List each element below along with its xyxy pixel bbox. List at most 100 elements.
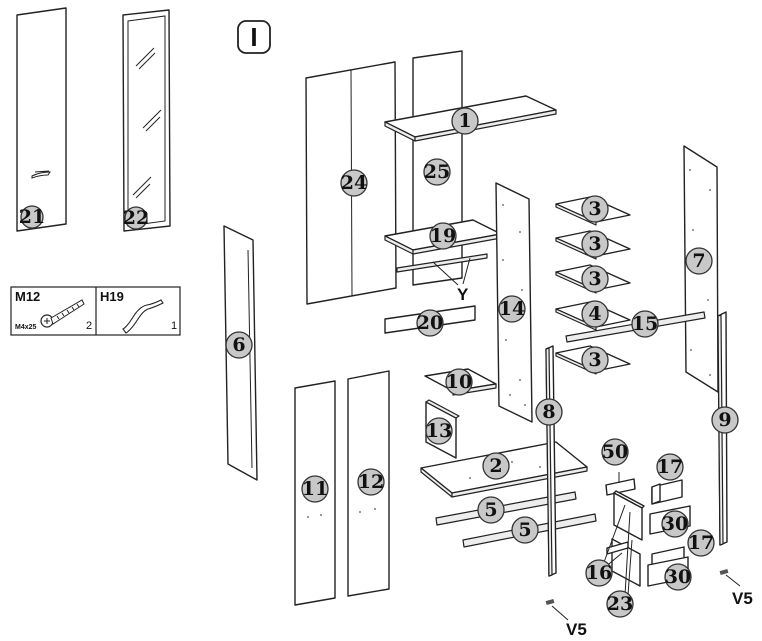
svg-text:I: I [250,22,257,52]
svg-text:21: 21 [19,206,45,228]
door-11: 11 [294,380,336,606]
svg-text:10: 10 [446,371,472,393]
svg-text:25: 25 [424,161,450,183]
shelf-3-d: 3 [555,345,631,375]
hardware-table: M12 M4x25 2 H19 1 [10,286,181,336]
part-2-badge: 2 [482,452,510,480]
hardware-m12-code: M12 [15,289,40,304]
svg-text:3: 3 [588,268,601,290]
drawer-assembly: 50 17 30 17 16 30 23 [585,438,715,618]
svg-text:23: 23 [607,593,633,615]
svg-text:30: 30 [665,566,691,588]
handle-icon [122,299,164,334]
back-panel-13: 13 [425,399,460,459]
hardware-h19-code: H19 [100,289,124,304]
svg-text:2: 2 [489,455,502,477]
rail-15: 15 [565,310,706,343]
part-3-c-badge: 3 [581,265,609,293]
part-21-badge: 21 [19,205,45,229]
svg-text:3: 3 [588,349,601,371]
hardware-m12-qty: 2 [86,320,92,332]
small-shelf-10: 10 [424,368,497,396]
svg-text:50: 50 [602,441,628,463]
svg-text:3: 3 [588,198,601,220]
shelf-3-a: 3 [555,195,631,226]
upright-8: 8 [535,345,563,577]
shelf-3-c: 3 [555,264,631,294]
shelf-3-b: 3 [555,230,631,260]
part-19-badge: 19 [429,222,457,250]
svg-text:24: 24 [341,172,367,194]
part-3-a-badge: 3 [581,195,609,223]
svg-text:5: 5 [518,519,531,541]
svg-text:15: 15 [632,313,658,335]
side-panel-7: 7 [683,145,719,393]
part-10-badge: 10 [445,368,473,396]
part-50-badge: 50 [601,438,629,466]
door-pair-24: 24 [305,61,397,305]
part-17-lower-badge: 17 [687,529,715,557]
step-marker: I [237,20,271,54]
svg-text:6: 6 [232,334,245,356]
svg-text:1: 1 [458,110,471,132]
svg-text:12: 12 [358,471,384,493]
upright-9: 9 [711,311,739,546]
part-15-badge: 15 [631,310,659,338]
divider-panel-14: 14 [495,182,533,423]
plinth-board-20: 20 [384,305,476,337]
part-16-badge: 16 [585,559,613,587]
svg-text:17: 17 [688,532,714,554]
label-y: Y [457,285,469,304]
part-9-badge: 9 [711,406,739,434]
svg-text:30: 30 [662,513,688,535]
svg-text:8: 8 [542,401,555,423]
hardware-h19-qty: 1 [171,320,177,332]
part-3-d-badge: 3 [581,346,609,374]
part-17-upper-badge: 17 [656,453,684,481]
svg-text:22: 22 [123,207,149,229]
door-12: 12 [347,370,390,597]
svg-text:19: 19 [430,225,456,247]
part-7-badge: 7 [685,247,713,275]
fitting-v5-right: V5 [719,569,753,608]
svg-text:3: 3 [588,233,601,255]
part-22-badge: 22 [123,206,149,230]
svg-text:17: 17 [657,456,683,478]
svg-text:14: 14 [499,298,525,320]
part-23-badge: 23 [606,590,634,618]
svg-text:7: 7 [692,250,705,272]
part-30-upper-badge: 30 [661,510,689,538]
part-20-badge: 20 [416,309,444,337]
part-8-badge: 8 [535,398,563,426]
shelf-4: 4 [555,300,631,331]
part-12-badge: 12 [357,468,385,496]
part-1-badge: 1 [451,107,479,135]
fitting-v5-left: V5 [545,599,587,639]
hardware-m12-size: M4x25 [15,324,37,331]
part-5-lower-badge: 5 [511,516,539,544]
part-25-badge: 25 [423,158,451,186]
hanging-rail-y: Y [396,253,488,304]
door-panel-21: 21 [16,7,67,232]
part-6-badge: 6 [225,331,253,359]
svg-text:13: 13 [426,420,452,442]
svg-text:5: 5 [484,499,497,521]
rail-5-upper: 5 [435,491,577,526]
part-30-lower-badge: 30 [664,563,692,591]
part-13-badge: 13 [425,417,453,445]
part-3-b-badge: 3 [581,230,609,258]
side-panel-6: 6 [223,225,258,481]
part-11-badge: 11 [301,475,329,503]
top-board-1: 1 [384,95,557,142]
part-4-badge: 4 [581,300,609,328]
part-5-upper-badge: 5 [477,496,505,524]
shelf-19: 19 [384,219,502,255]
label-v5-right: V5 [732,589,753,608]
svg-text:9: 9 [718,409,731,431]
label-v5-left: V5 [566,620,587,639]
mirror-door-22: 22 [122,9,171,232]
svg-text:11: 11 [302,478,328,500]
svg-text:20: 20 [417,312,443,334]
part-14-badge: 14 [498,295,526,323]
